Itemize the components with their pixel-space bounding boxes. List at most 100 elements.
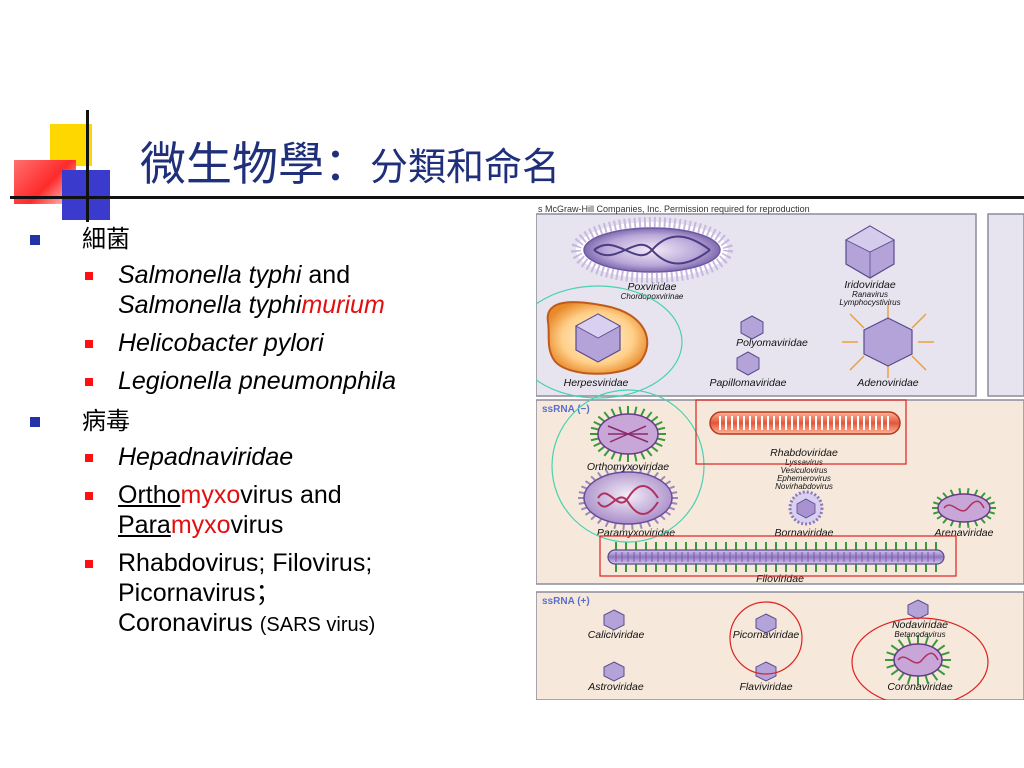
text-segment: Picornavirus； (118, 579, 281, 607)
poxviridae-illustration (571, 217, 733, 283)
spike (985, 514, 992, 520)
decor-yellow-square (50, 124, 92, 166)
herpesviridae-illustration (546, 301, 649, 375)
square-bullet-icon (30, 417, 40, 427)
slide-title: 微生物學：分類和命名 (140, 128, 560, 194)
red-square-bullet-icon (85, 340, 93, 348)
spike (936, 496, 943, 502)
red-square-bullet-icon (85, 492, 93, 500)
title-sub: 分類和命名 (370, 145, 561, 189)
spike (942, 517, 948, 524)
text-segment: Para (118, 511, 171, 539)
spike (604, 468, 610, 476)
spike (631, 466, 634, 473)
ssrna-negative-label: ssRNA (−) (542, 404, 590, 415)
spike (610, 451, 616, 460)
spike (603, 411, 611, 419)
spike (886, 663, 896, 669)
text-segment: murium (301, 291, 385, 319)
virus-subgroup-label: Ephemerovirus (777, 474, 831, 483)
spike (942, 492, 948, 499)
spike (593, 441, 602, 448)
spike (936, 514, 943, 520)
virus-classification-figure: s McGraw-Hill Companies, Inc. Permission… (536, 204, 1024, 700)
spike (657, 437, 666, 442)
spike (597, 518, 603, 525)
spike (657, 426, 666, 431)
bullet-item-line: Coronavirus (SARS virus) (118, 608, 520, 640)
spike (924, 674, 930, 685)
spike (936, 668, 946, 676)
arenaviridae-illustration (932, 488, 996, 528)
ssrna-positive-label: ssRNA (+) (542, 596, 590, 607)
virus-family-label: Herpesviridae (564, 377, 629, 389)
spike (988, 501, 995, 506)
spike (653, 471, 659, 478)
coronaviridae-illustration (885, 635, 951, 685)
spike (584, 480, 592, 486)
virus-family-label: Papillomaviridae (709, 377, 786, 389)
text-segment: myxo (170, 511, 231, 539)
decor-horizontal-line (10, 196, 1024, 199)
virus-family-label: Nodaviridae (892, 619, 948, 631)
iridoviridae-illustration (845, 225, 895, 279)
virus-subgroup-label: Vesiculovirus (781, 466, 828, 475)
spike (985, 496, 992, 502)
spike (578, 501, 585, 505)
text-segment: Rhabdovirus; Filovirus; (118, 549, 373, 577)
text-segment: virus (230, 511, 284, 539)
virus-family-label: Polyomaviridae (736, 337, 808, 349)
spike (622, 466, 625, 473)
virus-family-label: Astroviridae (587, 681, 644, 693)
spike (578, 491, 585, 495)
astroviridae-illustration (603, 661, 625, 682)
spike (668, 506, 675, 511)
spike (890, 644, 900, 652)
text-segment: Salmonella typhi (118, 291, 302, 319)
papillomaviridae-illustration (736, 351, 760, 376)
text-segment: (SARS virus) (259, 614, 376, 636)
bullet-item: Helicobacter pylori (30, 328, 520, 358)
bullet-item: Hepadnaviridae (30, 442, 520, 472)
filoviridae-illustration (607, 542, 945, 572)
bullet-item-line: Salmonella typhi and (118, 260, 520, 290)
spike (603, 449, 611, 457)
virus-family-label: Poxviridae (627, 281, 676, 293)
spike (597, 471, 603, 478)
annotations (536, 285, 989, 700)
spike (590, 426, 599, 431)
spike (604, 520, 610, 528)
spike (659, 514, 666, 521)
virus-family-label: Flaviviridae (739, 681, 792, 693)
virus-family-label: Rhabdoviridae (770, 447, 838, 459)
spike (980, 517, 986, 524)
nodaviridae-illustration (907, 599, 929, 620)
spike (590, 514, 597, 521)
spike (897, 639, 905, 648)
picornaviridae-illustration (755, 613, 777, 634)
spike (650, 415, 659, 423)
virus-family-label: Orthomyxoviridae (587, 461, 669, 473)
decor-vertical-line (86, 110, 89, 222)
highlight-circle-picorna (729, 601, 803, 675)
spike (597, 445, 606, 453)
polyomaviridae-illustration (740, 315, 764, 340)
highlight-box-filo (599, 535, 957, 577)
spike (613, 466, 617, 474)
spike (949, 520, 955, 527)
highlight-box-rhabdo (695, 399, 907, 465)
adenoviridae-illustration (842, 304, 934, 378)
text-segment: Legionella pneumonphila (118, 367, 397, 395)
text-segment: virus and (240, 481, 342, 509)
spike (659, 475, 666, 482)
spike (906, 635, 912, 646)
spike (933, 510, 940, 515)
virus-subgroup-label: Ranavirus (852, 290, 888, 299)
spike (940, 663, 950, 669)
red-square-bullet-icon (85, 454, 93, 462)
spike (590, 475, 597, 482)
spike (897, 672, 905, 681)
text-segment: Coronavirus (118, 609, 260, 637)
